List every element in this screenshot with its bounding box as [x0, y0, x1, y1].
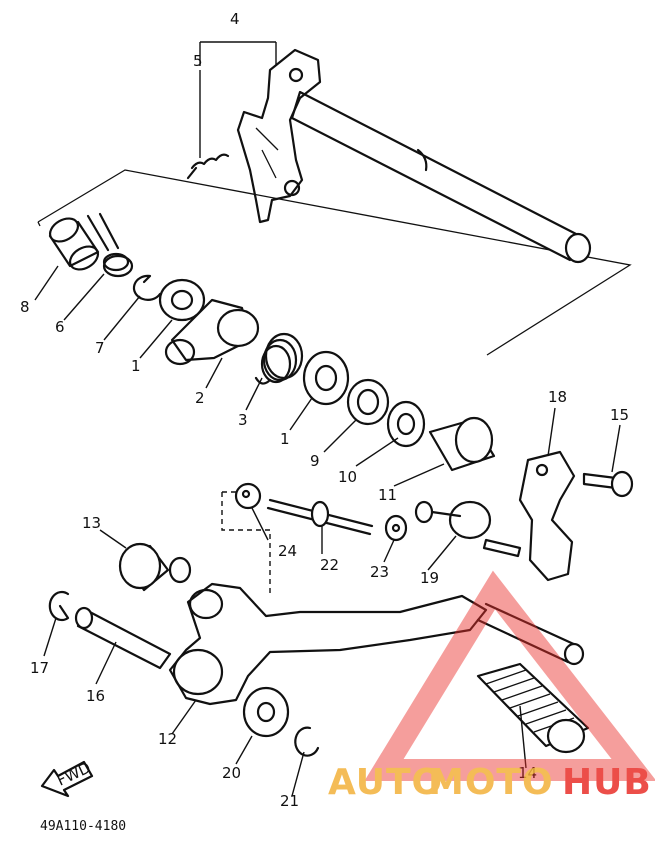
label-10: 10 [338, 468, 357, 486]
circlip-21[interactable] [294, 726, 320, 757]
torsion-spring[interactable] [86, 212, 134, 278]
label-7: 7 [95, 339, 105, 357]
coil-spring[interactable] [254, 332, 304, 385]
nut-23[interactable] [384, 514, 408, 542]
watermark-moto: MOTO [428, 762, 554, 803]
label-1a: 1 [131, 357, 141, 375]
label-3: 3 [238, 411, 248, 429]
label-11: 11 [378, 486, 397, 504]
label-6: 6 [55, 318, 65, 336]
label-21: 21 [280, 792, 299, 810]
label-20: 20 [222, 764, 241, 782]
return-spring-small[interactable] [186, 153, 230, 180]
part-code: 49A110-4180 [40, 819, 126, 834]
label-16: 16 [86, 687, 105, 705]
washer-10[interactable] [386, 400, 426, 448]
label-2: 2 [195, 389, 205, 407]
oil-seal[interactable] [346, 378, 390, 426]
shift-arm[interactable] [164, 298, 260, 366]
watermark-hub: HUB [562, 762, 652, 803]
bolt-15[interactable] [582, 470, 634, 498]
label-14: 14 [518, 764, 537, 782]
shift-lever-arm[interactable] [518, 450, 576, 582]
label-23: 23 [370, 563, 389, 581]
label-13: 13 [82, 514, 101, 532]
assembly-outline [37, 169, 632, 356]
bushing[interactable] [428, 416, 496, 472]
label-9: 9 [310, 452, 320, 470]
washer-20[interactable] [242, 686, 290, 738]
watermark-auto: AUTO [328, 762, 443, 803]
label-15: 15 [610, 406, 629, 424]
shift-pedal[interactable] [168, 582, 585, 706]
nut-24[interactable] [234, 482, 262, 510]
callout-labels: 4 5 8 6 7 1 2 3 1 9 10 11 18 15 13 24 22… [20, 10, 629, 810]
joint[interactable] [414, 500, 522, 558]
collar[interactable] [46, 214, 102, 274]
label-12: 12 [158, 730, 177, 748]
circlip-17[interactable] [48, 590, 70, 622]
circlip-7[interactable] [132, 274, 162, 301]
tie-rod[interactable] [266, 498, 374, 536]
label-24: 24 [278, 542, 297, 560]
label-8: 8 [20, 298, 30, 316]
pivot-rubber[interactable] [118, 542, 192, 592]
label-5: 5 [193, 52, 203, 70]
label-4: 4 [230, 10, 240, 28]
fwd-arrow-icon: FWD [40, 759, 93, 798]
pivot-pin[interactable] [74, 606, 172, 670]
washer-1a[interactable] [158, 278, 206, 322]
label-17: 17 [30, 659, 49, 677]
label-22: 22 [320, 556, 339, 574]
label-1b: 1 [280, 430, 290, 448]
label-18: 18 [548, 388, 567, 406]
watermark: AUTO MOTO HUB [328, 570, 655, 803]
shift-shaft[interactable] [236, 48, 592, 264]
washer-1b[interactable] [302, 350, 350, 406]
label-19: 19 [420, 569, 439, 587]
leader-lines [34, 41, 621, 797]
pedal-rubber[interactable] [476, 662, 590, 754]
